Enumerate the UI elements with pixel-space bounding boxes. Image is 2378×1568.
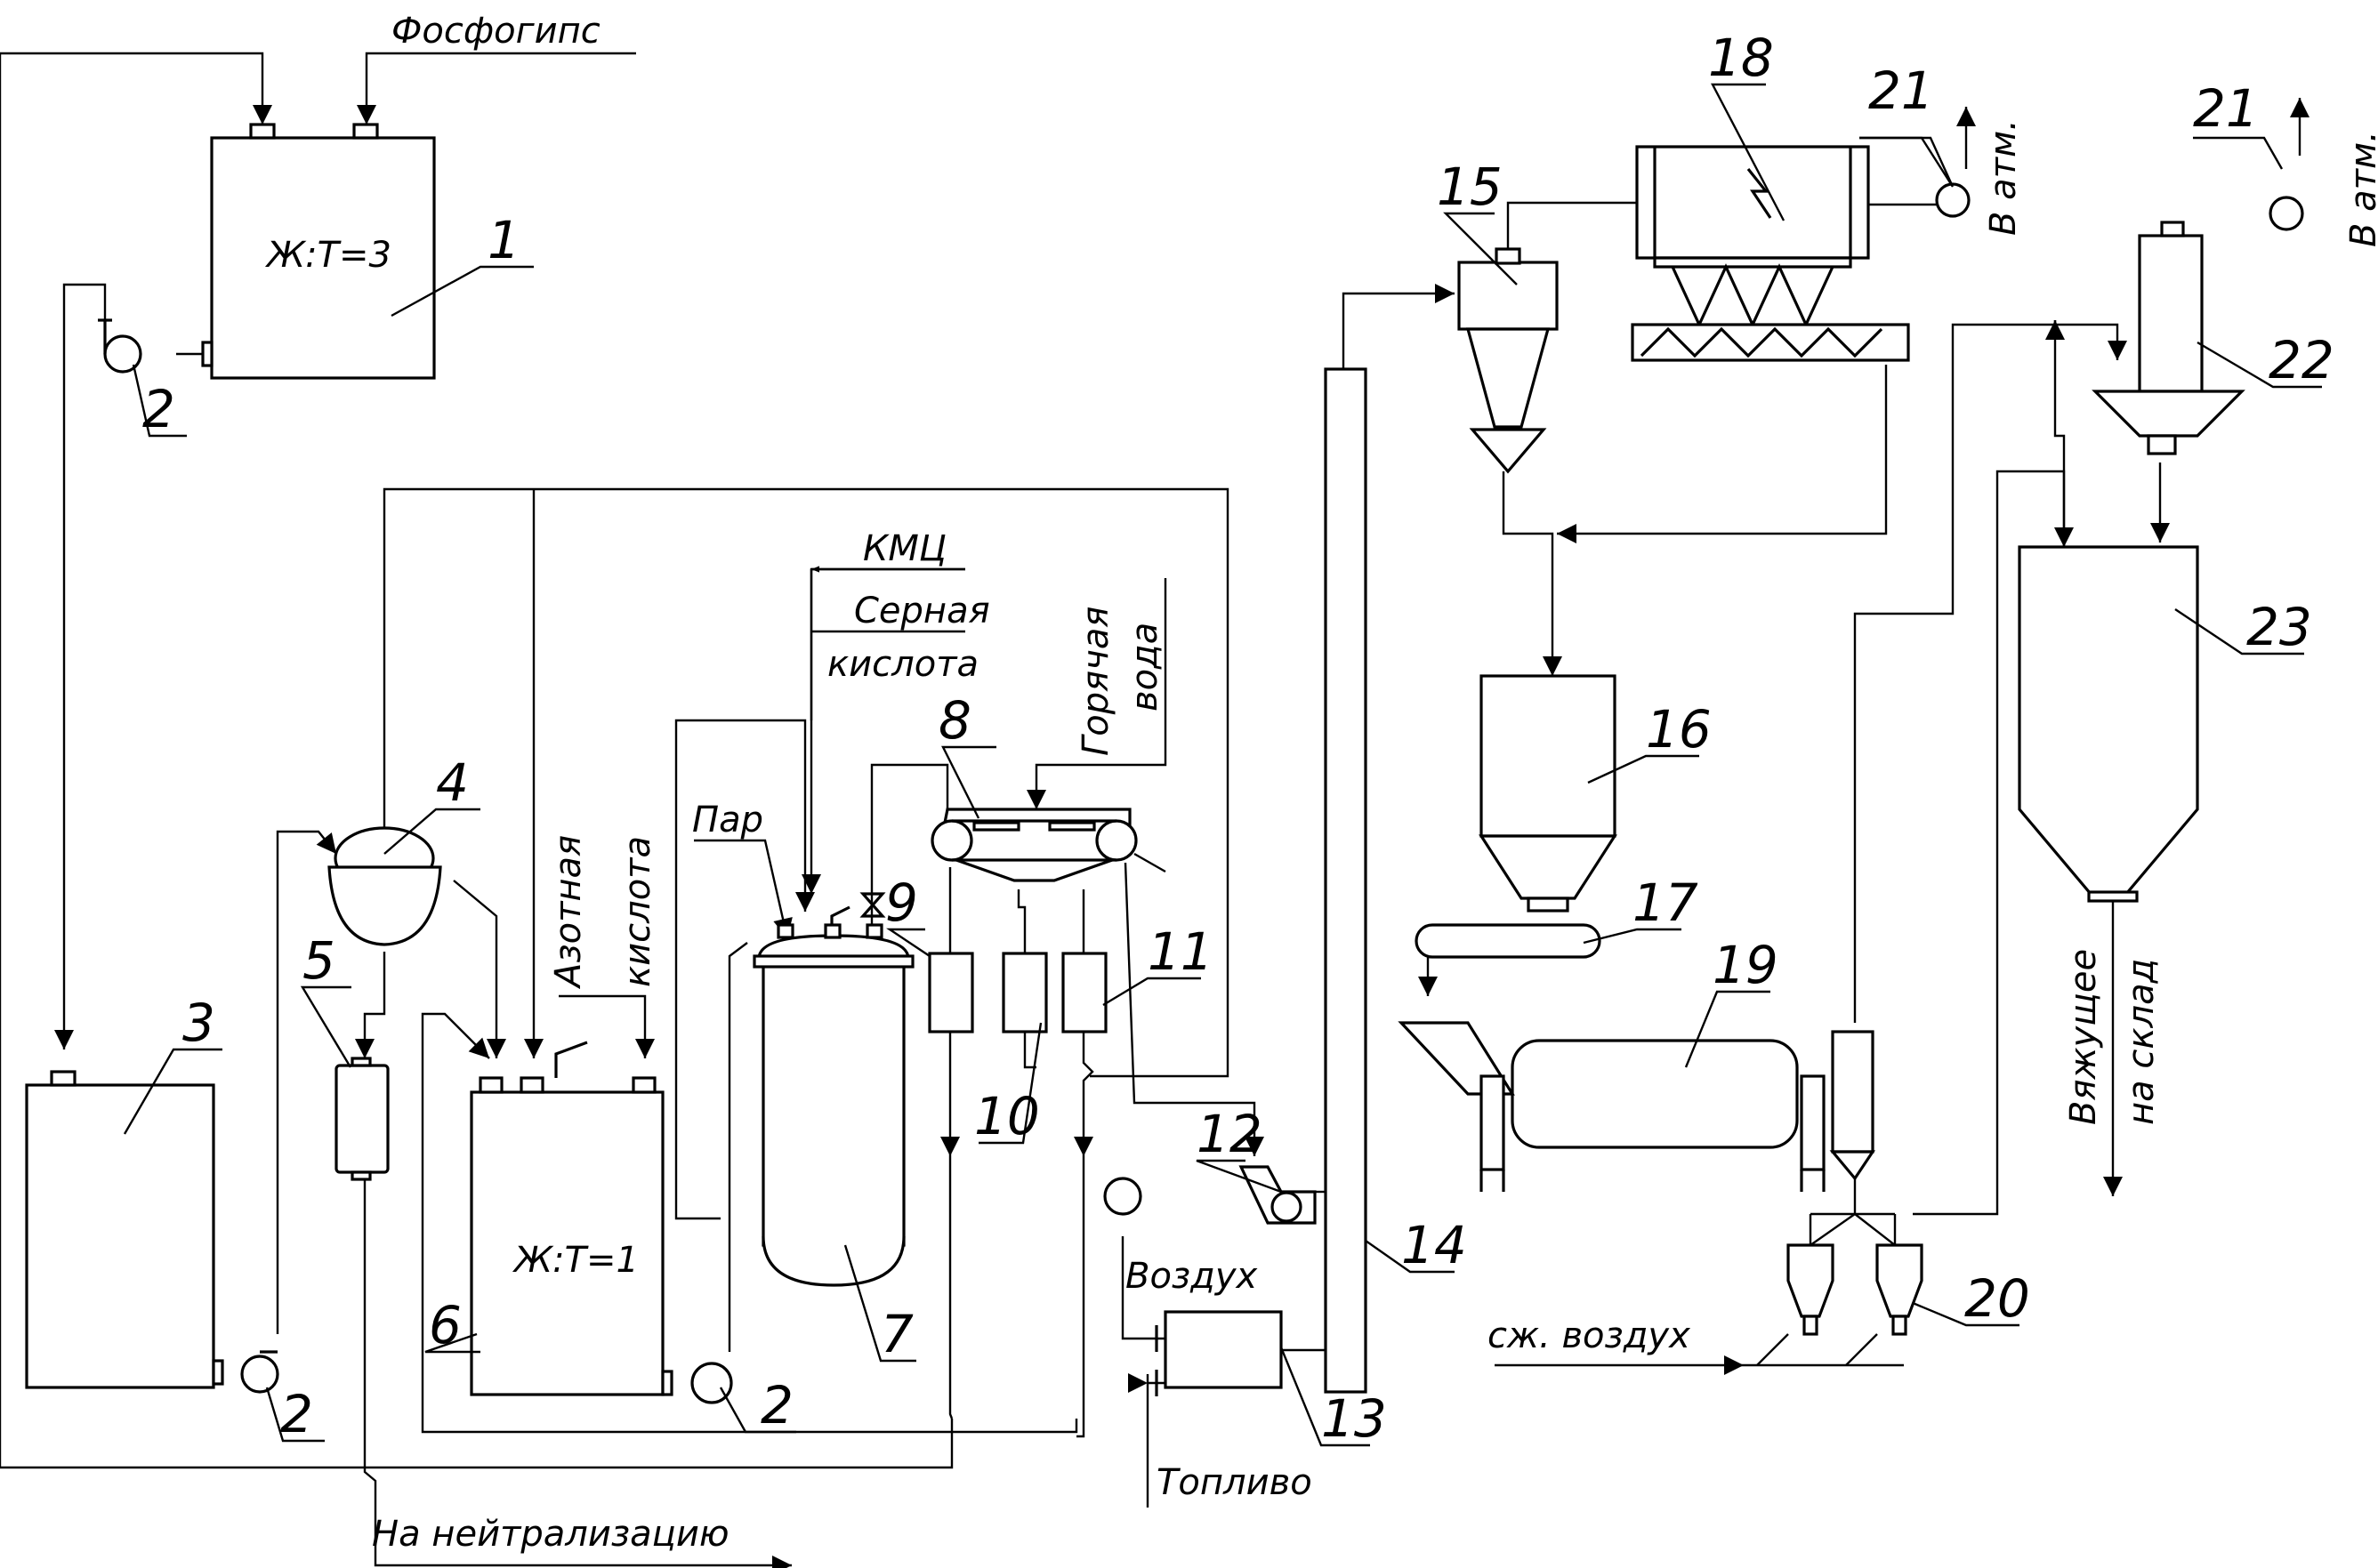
label-phosphogypsum: Фосфогипс <box>391 11 601 52</box>
label-hot-water-1: Горячая <box>1076 607 1116 756</box>
num-1: 1 <box>488 210 520 270</box>
cyclone-20b <box>1875 1243 1923 1318</box>
num-23: 23 <box>2246 597 2312 657</box>
dryer-14 <box>1324 367 1367 1394</box>
filter-5 <box>335 1064 390 1174</box>
label-sulfuric-1: Серная <box>854 591 990 631</box>
mill-19 <box>1511 1039 1799 1149</box>
num-17: 17 <box>1632 872 1698 933</box>
screw-conveyor-18 <box>1631 323 1910 362</box>
separator-20 <box>1831 1030 1874 1154</box>
label-fuel: Топливо <box>1157 1462 1312 1503</box>
num-9: 9 <box>885 872 918 933</box>
label-compressed-air: сж. воздух <box>1487 1315 1690 1356</box>
label-hot-water-2: вода <box>1125 623 1165 712</box>
silo-23 <box>2018 545 2199 896</box>
pump-2c <box>690 1362 733 1404</box>
label-to-neutralization: На нейтрализацию <box>372 1514 730 1555</box>
label-steam: Пар <box>692 800 763 840</box>
num-19: 19 <box>1713 935 1778 995</box>
tank-3 <box>25 1083 215 1389</box>
num-12: 12 <box>1197 1104 1262 1164</box>
label-air: Воздух <box>1125 1256 1258 1297</box>
tank-6 <box>470 1090 665 1396</box>
fan-21b <box>2269 196 2304 231</box>
ratio-tank-1: Ж:Т=3 <box>264 235 391 276</box>
num-22: 22 <box>2269 330 2334 390</box>
filter-22 <box>2138 234 2204 393</box>
num-11: 11 <box>1148 921 1213 982</box>
label-kmc: КМЦ <box>863 528 947 569</box>
num-4: 4 <box>436 752 469 813</box>
num-21a: 21 <box>1868 60 1934 121</box>
label-to-atm-1: В атм. <box>1983 119 2024 236</box>
stream-labels: Фосфогипс КМЦ Серная кислота Горячая вод… <box>264 11 2378 1555</box>
pump-2a <box>103 334 142 374</box>
pipelines <box>0 52 2309 1568</box>
label-sulfuric-2: кислота <box>827 644 979 685</box>
num-8: 8 <box>939 690 971 751</box>
furnace-13 <box>1164 1310 1283 1389</box>
equipment <box>25 123 2304 1404</box>
tank-1 <box>210 136 436 380</box>
num-2b: 2 <box>280 1384 313 1444</box>
hopper-16 <box>1479 674 1616 838</box>
num-3: 3 <box>182 993 215 1053</box>
num-15: 15 <box>1437 157 1503 217</box>
equipment-numbers: 1 2 3 2 4 5 6 2 7 8 9 10 11 12 13 14 15 … <box>142 28 2334 1449</box>
receiver-11 <box>1061 952 1108 1033</box>
num-21b: 21 <box>2193 78 2259 139</box>
label-nitric-1: Азотная <box>548 835 589 990</box>
cyclone-15 <box>1457 261 1559 331</box>
num-2c: 2 <box>761 1375 794 1435</box>
num-20: 20 <box>1964 1268 2030 1329</box>
conveyor-17 <box>1415 923 1601 959</box>
ratio-tank-6: Ж:Т=1 <box>512 1240 639 1281</box>
label-to-atm-2: В атм. <box>2343 131 2378 247</box>
num-7: 7 <box>881 1304 914 1364</box>
receiver-10 <box>1002 952 1048 1033</box>
num-2a: 2 <box>142 379 175 439</box>
cyclone-20a <box>1786 1243 1834 1318</box>
num-6: 6 <box>429 1295 462 1355</box>
label-binder-2: на склад <box>2121 959 2162 1125</box>
leader-lines <box>123 83 2322 1447</box>
num-5: 5 <box>302 930 335 991</box>
num-10: 10 <box>974 1086 1040 1146</box>
electrofilter-18 <box>1635 145 1870 260</box>
label-nitric-2: кислота <box>617 836 658 987</box>
num-14: 14 <box>1401 1215 1467 1275</box>
fan-air <box>1103 1177 1142 1216</box>
fan-21a <box>1935 182 1971 218</box>
reactor-7 <box>762 954 906 1247</box>
receiver-9 <box>928 952 974 1033</box>
pump-2b <box>240 1355 279 1394</box>
num-18: 18 <box>1708 28 1774 88</box>
num-16: 16 <box>1646 699 1712 760</box>
label-binder-1: Вяжущее <box>2063 949 2104 1125</box>
num-13: 13 <box>1321 1388 1387 1449</box>
